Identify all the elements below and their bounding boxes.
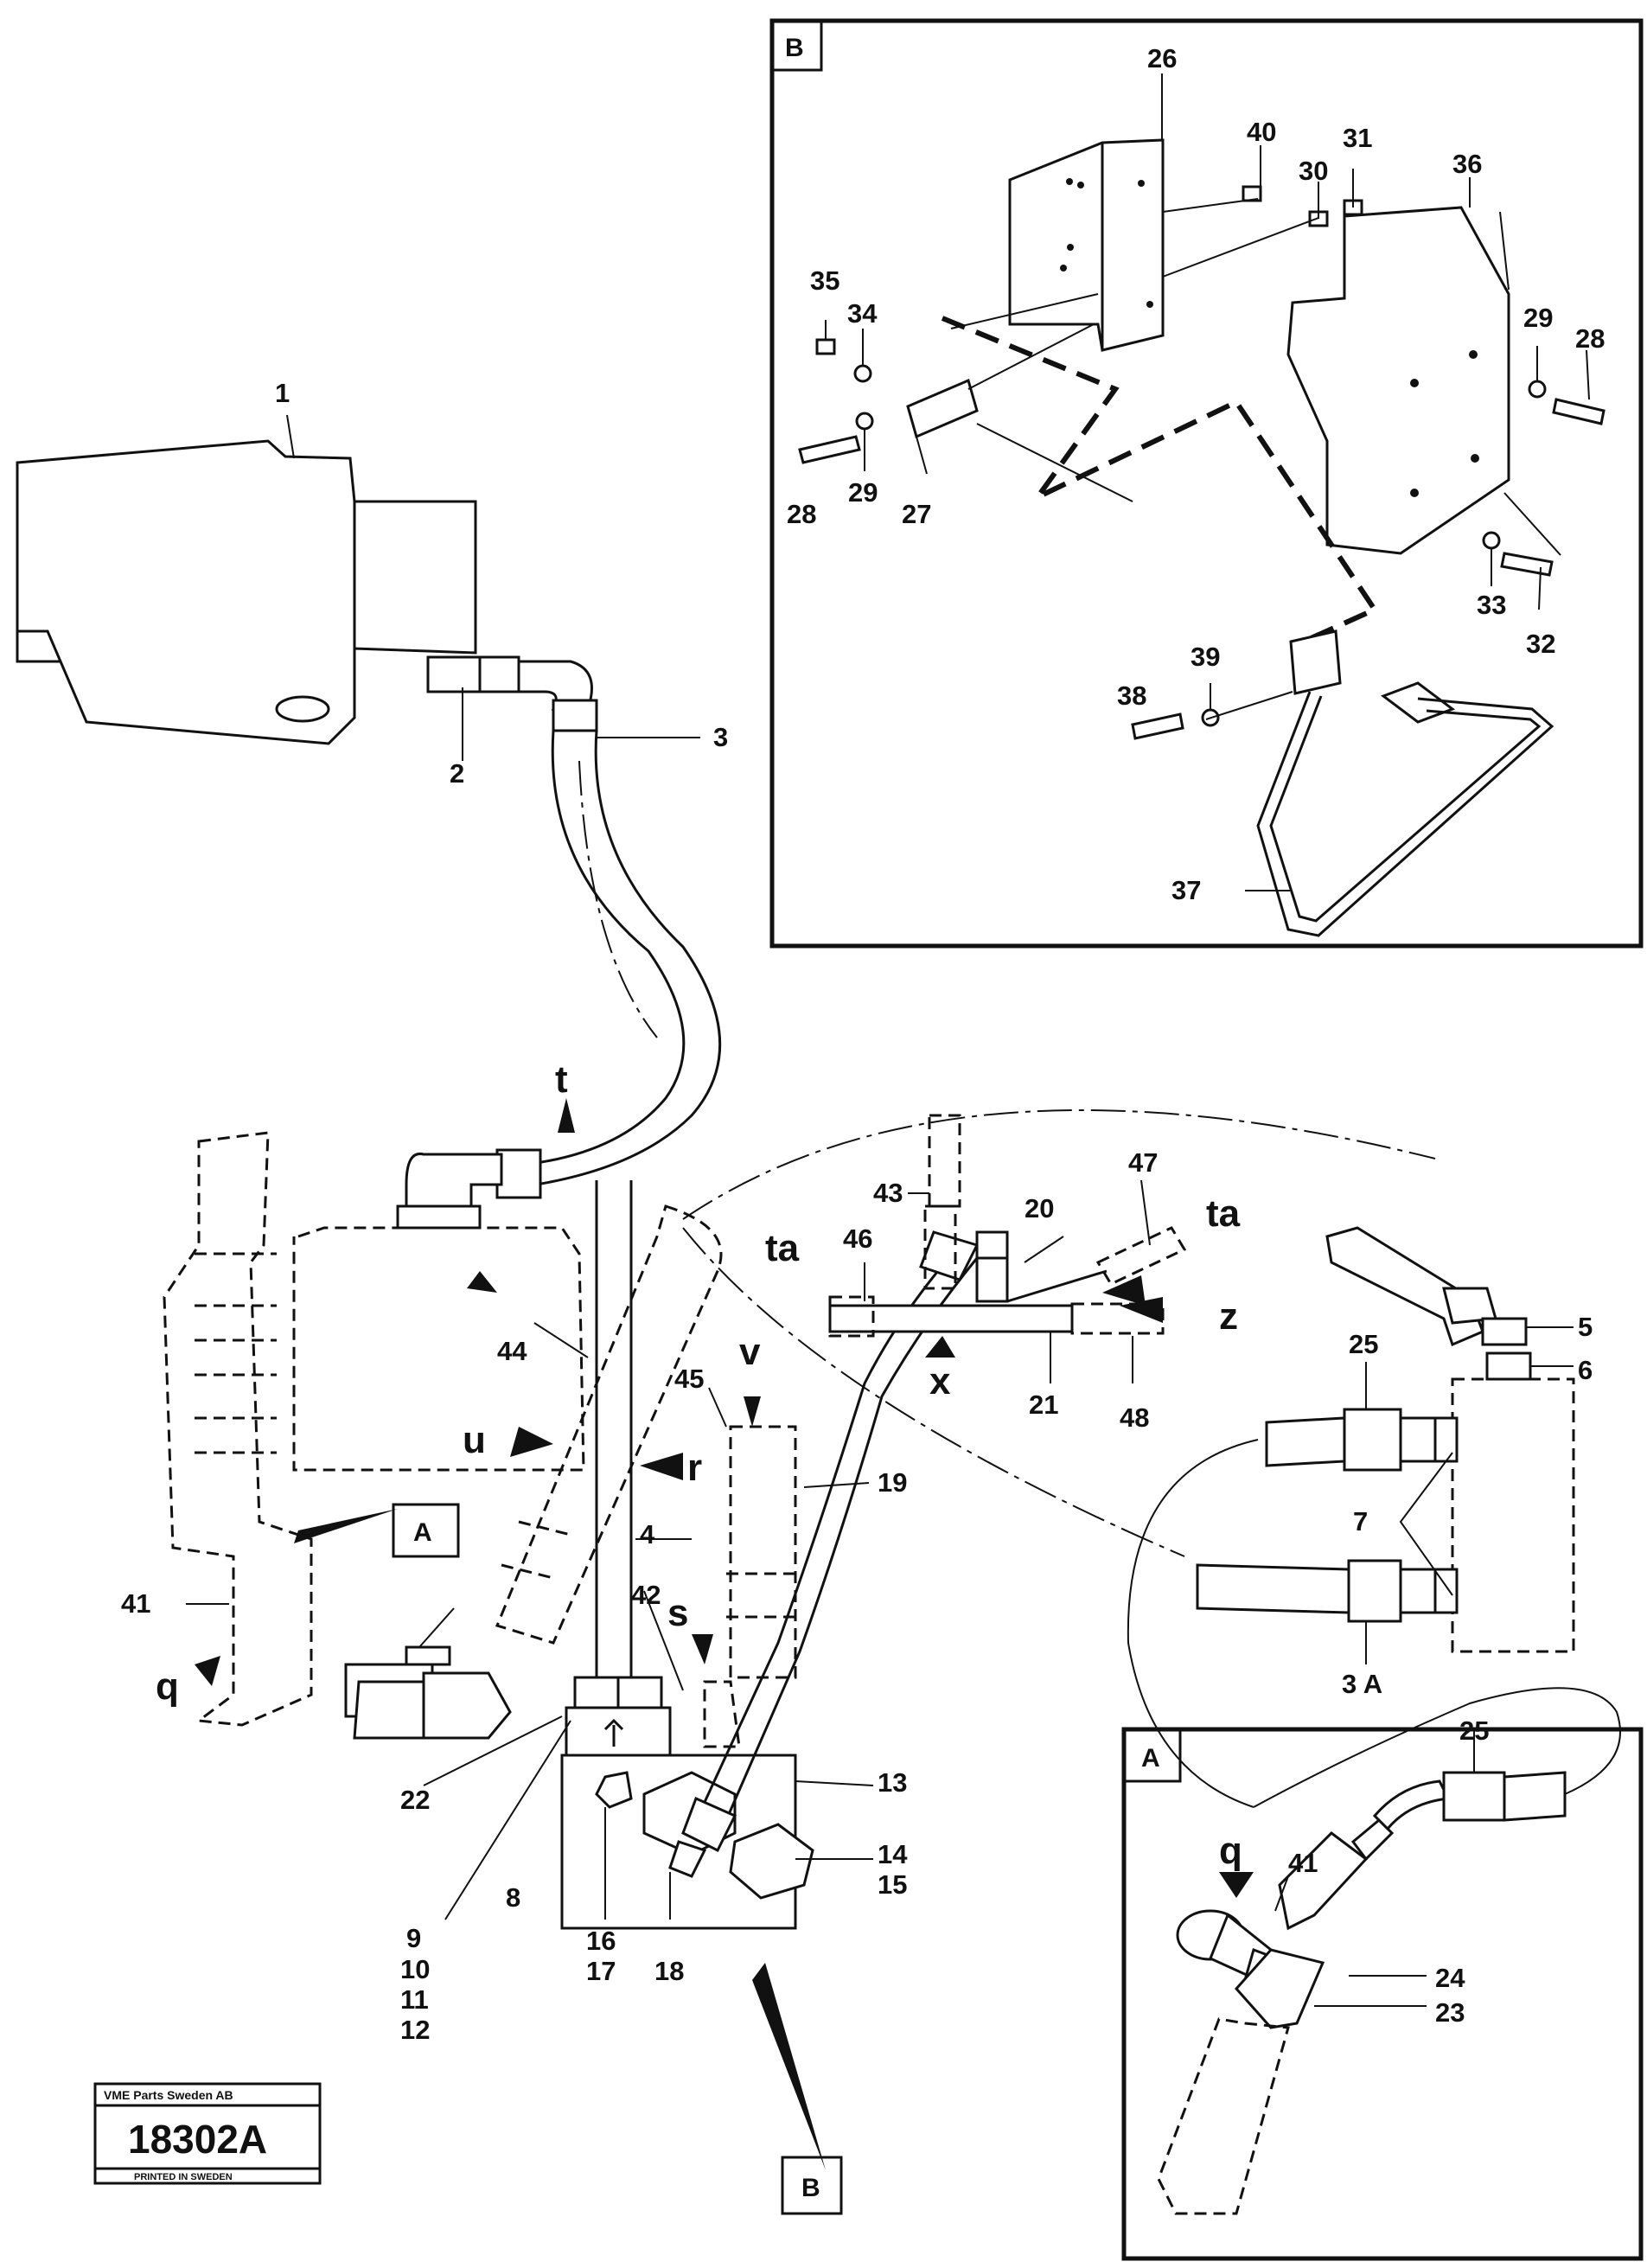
letter-s: s — [667, 1592, 688, 1634]
callout-35: 35 — [810, 265, 839, 296]
callout-32: 32 — [1526, 629, 1555, 659]
stamp-drawing-number: 18302A — [128, 2117, 267, 2162]
callout-18: 18 — [654, 1956, 684, 1986]
letter-x: x — [929, 1360, 951, 1402]
main-leaders — [186, 414, 1574, 1920]
callout-12: 12 — [400, 2015, 430, 2045]
callout-46: 46 — [843, 1223, 872, 1254]
callout-25-detail: 25 — [1459, 1715, 1489, 1746]
callout-36: 36 — [1452, 149, 1482, 179]
callout-3a: 3 A — [1342, 1669, 1382, 1699]
callout-31: 31 — [1343, 123, 1372, 153]
callout-34: 34 — [847, 298, 878, 329]
callout-11: 11 — [400, 1984, 429, 2015]
callout-38: 38 — [1117, 680, 1146, 711]
callout-19: 19 — [878, 1467, 907, 1498]
detail-b-leaders — [825, 73, 1590, 891]
letter-ta-right: ta — [1206, 1192, 1241, 1235]
callout-33: 33 — [1477, 590, 1506, 620]
callout-20: 20 — [1025, 1193, 1054, 1223]
callout-27: 27 — [902, 499, 931, 529]
plate-36-drawing — [1286, 206, 1510, 555]
letter-v: v — [739, 1331, 761, 1373]
stamp-printed: PRINTED IN SWEDEN — [134, 2172, 233, 2182]
callout-47: 47 — [1128, 1147, 1158, 1178]
letter-q-detail: q — [1219, 1830, 1242, 1872]
callout-21: 21 — [1029, 1390, 1058, 1420]
callout-28-left: 28 — [787, 499, 816, 529]
detail-b-panel: B — [769, 18, 1644, 949]
drawing-stamp: VME Parts Sweden AB 18302A PRINTED IN SW… — [93, 2082, 322, 2185]
callout-41-detail: 41 — [1288, 1848, 1318, 1878]
ref-box-a: A — [413, 1518, 432, 1547]
letter-t: t — [555, 1058, 568, 1101]
main-assembly: A B 1 2 3 44 4 41 22 42 45 19 43 46 20 4… — [16, 378, 1593, 2215]
clip-27-drawing — [906, 378, 979, 439]
callout-39: 39 — [1191, 642, 1220, 672]
callout-26: 26 — [1147, 43, 1177, 73]
letter-z: z — [1219, 1295, 1238, 1338]
callout-16: 16 — [586, 1926, 616, 1956]
callout-13: 13 — [878, 1767, 907, 1798]
callout-28-right: 28 — [1575, 323, 1605, 354]
detail-b-label: B — [785, 34, 804, 62]
callout-17: 17 — [586, 1956, 616, 1986]
callout-10: 10 — [400, 1954, 430, 1984]
callout-14: 14 — [878, 1839, 908, 1869]
callout-29-left: 29 — [848, 477, 878, 508]
callout-23: 23 — [1435, 1997, 1465, 2028]
connection-arrows — [195, 1098, 1163, 2170]
component-1-drawing — [16, 439, 477, 745]
callout-1: 1 — [275, 378, 290, 408]
detail-a-panel: A q 41 25 24 23 — [1121, 1687, 1644, 2261]
letter-ta-left: ta — [765, 1227, 800, 1269]
callout-29-right: 29 — [1523, 303, 1553, 333]
letter-r: r — [687, 1447, 702, 1489]
callout-15: 15 — [878, 1869, 907, 1900]
letter-u: u — [463, 1419, 486, 1461]
callout-41: 41 — [121, 1588, 150, 1619]
stamp-company: VME Parts Sweden AB — [104, 2088, 233, 2102]
fitting-2-drawing — [426, 655, 486, 693]
callout-3: 3 — [713, 722, 728, 752]
callout-37: 37 — [1171, 875, 1201, 905]
callout-2: 2 — [450, 758, 464, 789]
callout-5: 5 — [1578, 1312, 1593, 1342]
callout-24: 24 — [1435, 1963, 1465, 1993]
callout-22: 22 — [400, 1785, 430, 1815]
bracket-26-drawing — [1008, 138, 1165, 352]
cable-route — [941, 316, 1379, 642]
letter-q-main: q — [156, 1665, 179, 1708]
detail-a-label: A — [1141, 1744, 1160, 1773]
valve-block-8-drawing — [560, 1676, 814, 1930]
callout-30: 30 — [1299, 156, 1328, 186]
callout-45: 45 — [674, 1364, 704, 1394]
callout-25: 25 — [1349, 1329, 1378, 1359]
callout-40: 40 — [1247, 117, 1276, 147]
callout-7: 7 — [1353, 1506, 1368, 1536]
callout-44: 44 — [497, 1336, 527, 1366]
callout-9: 9 — [406, 1923, 421, 1953]
callout-42: 42 — [631, 1580, 661, 1610]
callout-6: 6 — [1578, 1355, 1593, 1385]
callout-8: 8 — [506, 1882, 520, 1913]
ref-box-b: B — [801, 2174, 820, 2202]
callout-43: 43 — [873, 1178, 903, 1208]
callout-4: 4 — [640, 1519, 655, 1549]
callout-48: 48 — [1120, 1402, 1149, 1433]
